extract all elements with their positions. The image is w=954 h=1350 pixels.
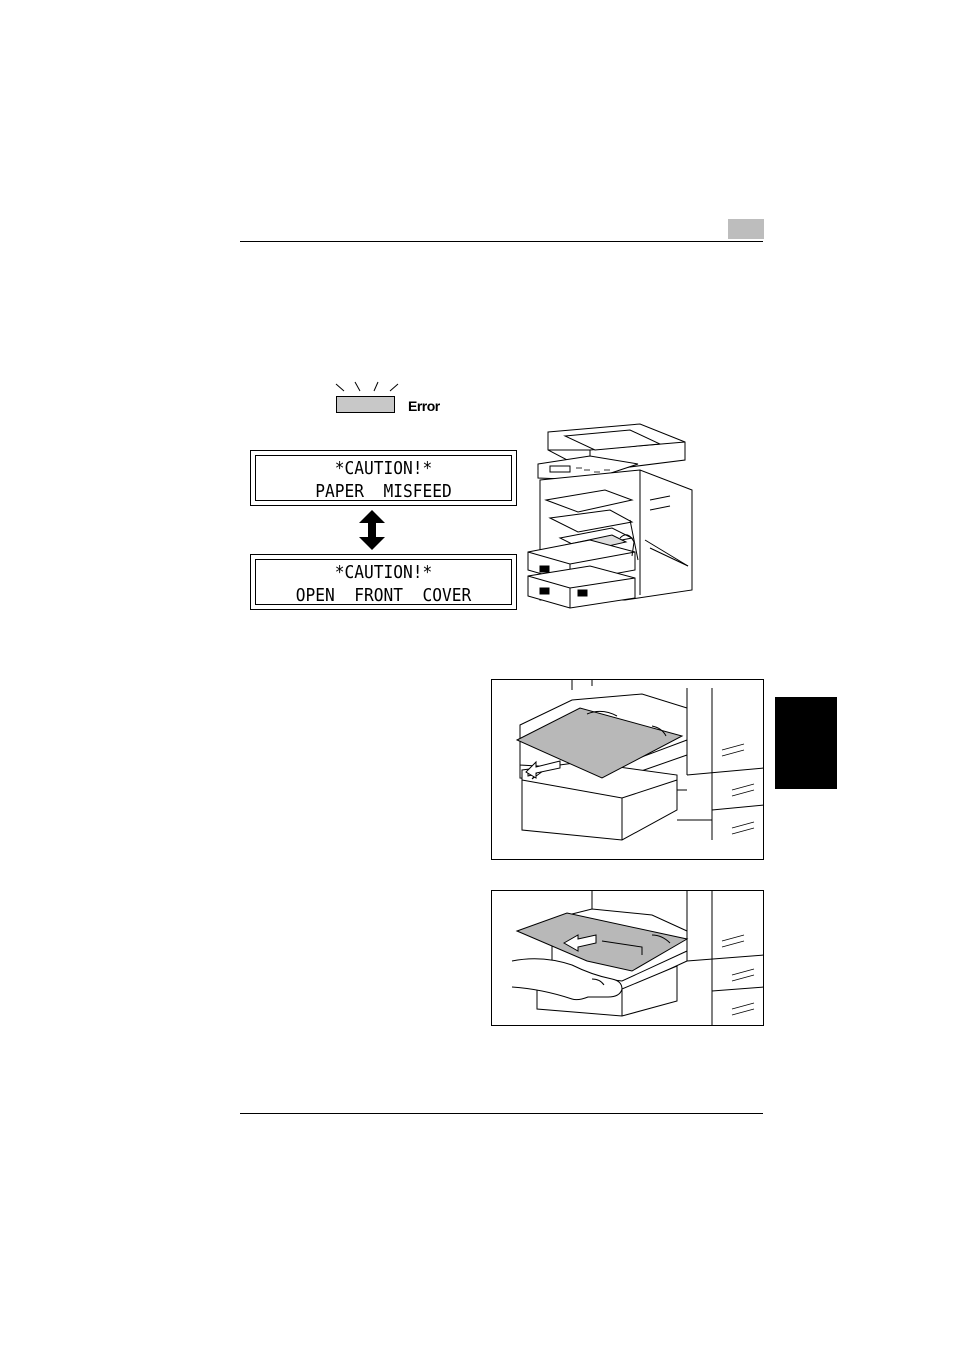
lcd-line-1: *CAUTION!* xyxy=(269,458,499,480)
lcd-inner-frame: *CAUTION!* OPEN FRONT COVER xyxy=(255,559,512,605)
copier-illustration xyxy=(520,420,695,610)
lcd-line-2: PAPER MISFEED xyxy=(269,481,499,503)
lcd-line-1: *CAUTION!* xyxy=(269,562,499,584)
lcd-line-2: OPEN FRONT COVER xyxy=(269,585,499,607)
figure-paper-removal-1 xyxy=(491,679,764,860)
double-arrow-icon xyxy=(358,510,386,550)
lcd-inner-frame: *CAUTION!* PAPER MISFEED xyxy=(255,455,512,501)
pull-out-arrow-icon xyxy=(526,758,562,778)
lamp-flash-icon xyxy=(330,380,405,396)
header-rule xyxy=(240,241,763,242)
chapter-side-tab xyxy=(775,697,837,789)
figure-paper-removal-2 xyxy=(491,890,764,1026)
lcd-panel-open-cover: *CAUTION!* OPEN FRONT COVER xyxy=(250,554,517,610)
lcd-panel-misfeed: *CAUTION!* PAPER MISFEED xyxy=(250,450,517,506)
footer-rule xyxy=(240,1113,763,1114)
chapter-number-box xyxy=(728,219,764,239)
error-label: Error xyxy=(408,398,440,414)
error-lamp xyxy=(336,396,395,413)
